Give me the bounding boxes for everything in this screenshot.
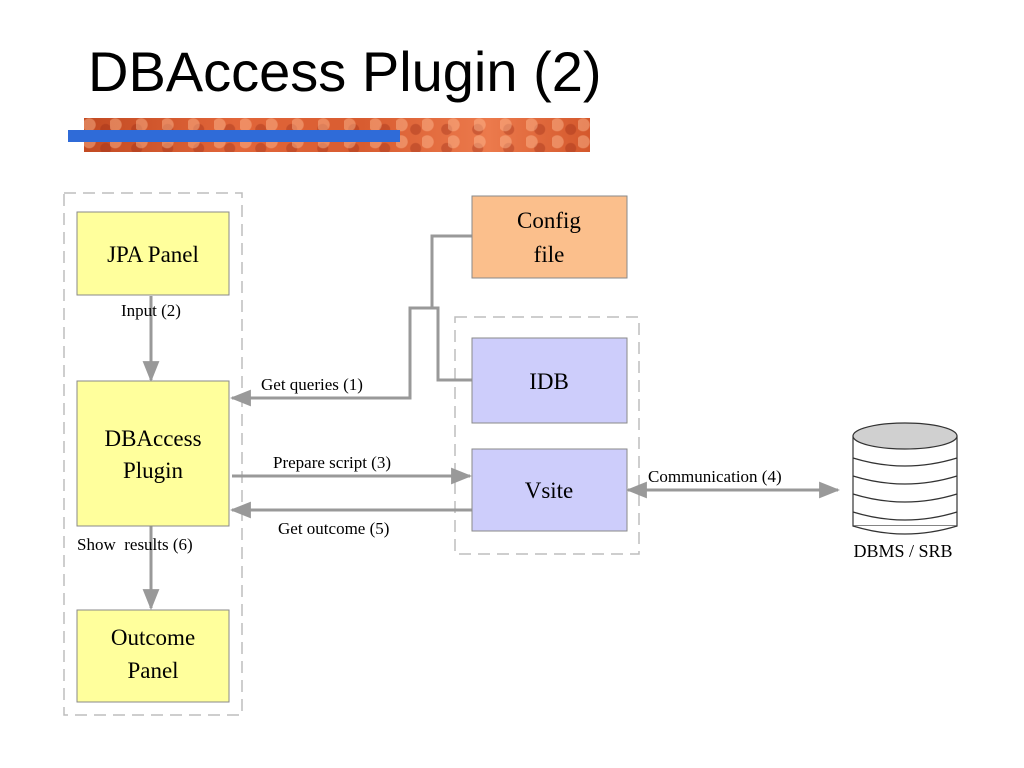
config-file-label-line2: file [534, 242, 565, 267]
prepare-script-label: Prepare script (3) [273, 453, 391, 472]
server-group-border [454, 316, 640, 555]
vsite-label: Vsite [525, 478, 574, 503]
jpa-panel-label: JPA Panel [107, 242, 199, 267]
input-label: Input (2) [121, 301, 181, 320]
slide-title: DBAccess Plugin (2) [88, 40, 602, 103]
database-icon [852, 422, 958, 535]
connectors [142, 234, 841, 611]
outcome-panel-label-line2: Panel [127, 658, 178, 683]
dbaccess-plugin-node: DBAccess Plugin [76, 380, 230, 527]
dbaccess-plugin-label-line2: Plugin [123, 458, 184, 483]
database-label: DBMS / SRB [853, 541, 952, 561]
idb-config-link [432, 306, 472, 382]
get-outcome-label: Get outcome (5) [278, 519, 389, 538]
idb-node: IDB [471, 337, 628, 424]
get-queries-label: Get queries (1) [261, 375, 363, 394]
client-group-border [63, 192, 243, 716]
idb-label: IDB [529, 369, 569, 394]
config-file-label-line1: Config [517, 208, 581, 233]
dbaccess-plugin-label-line1: DBAccess [104, 426, 201, 451]
show-results-label: Show results (6) [77, 535, 193, 554]
communication-label: Communication (4) [648, 467, 782, 486]
outcome-panel-node: Outcome Panel [76, 609, 230, 703]
outcome-panel-label-line1: Outcome [111, 625, 195, 650]
jpa-panel-node: JPA Panel [76, 211, 230, 296]
title-accent-bar [68, 130, 400, 142]
config-file-node: Config file [471, 195, 628, 279]
get-queries-arrow [229, 234, 472, 407]
vsite-node: Vsite [471, 448, 628, 532]
